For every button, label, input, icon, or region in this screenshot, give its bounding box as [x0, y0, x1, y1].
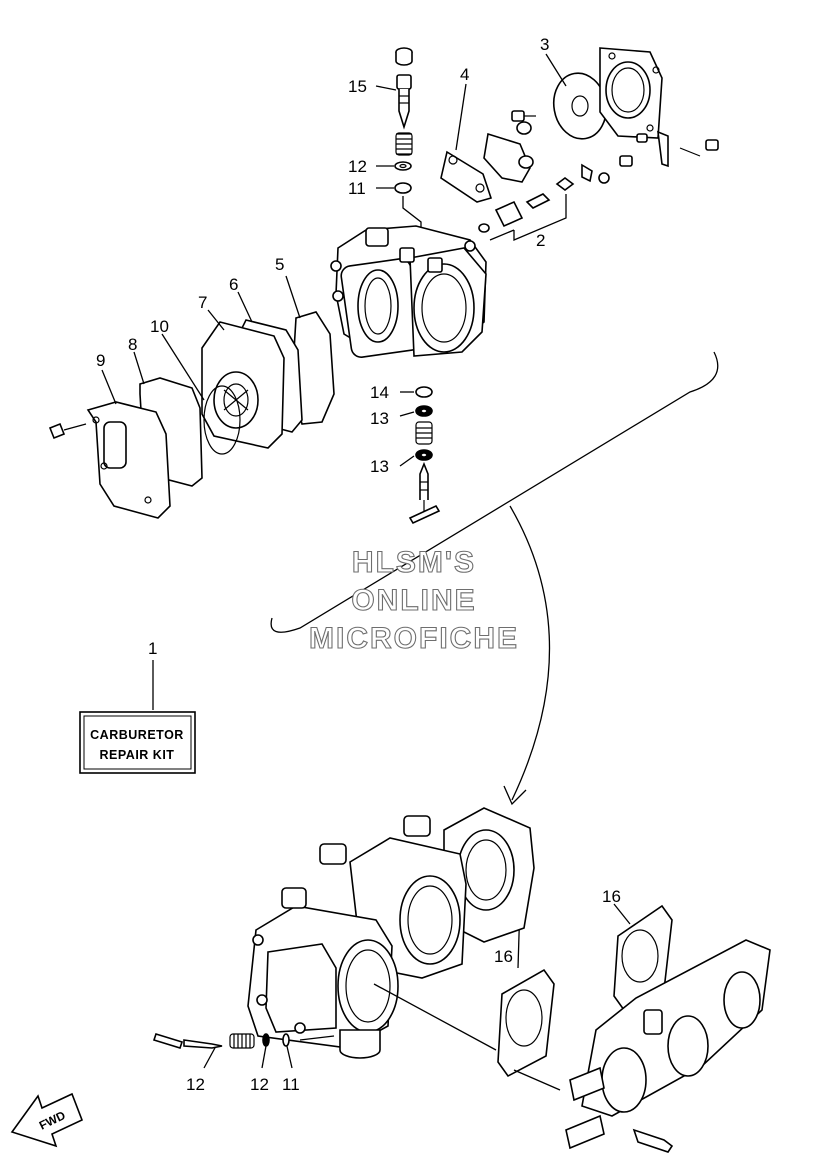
- carburetor-body: [330, 225, 487, 358]
- callout-16-rear: 16: [602, 887, 621, 906]
- oring-14: [415, 386, 433, 398]
- callout-11-upper: 11: [348, 179, 366, 198]
- callout-11-lower: 11: [282, 1075, 300, 1094]
- callout-3: 3: [540, 35, 549, 54]
- gasket-16-front: [497, 968, 555, 1078]
- oring-11-upper: [394, 182, 412, 194]
- cover-9: [86, 401, 171, 519]
- callout-7: 7: [198, 293, 207, 312]
- repair-kit-line1: CARBURETOR: [90, 728, 184, 742]
- callout-16-front: 16: [494, 947, 513, 966]
- alignment-line: [373, 983, 497, 1051]
- lower-small-parts: [152, 1033, 335, 1049]
- callout-9: 9: [96, 351, 105, 370]
- callout-12-lower-left: 12: [186, 1075, 205, 1094]
- group-bracket: [270, 351, 719, 633]
- bracket-part: [440, 150, 493, 203]
- callout-5: 5: [275, 255, 284, 274]
- cover-plate: [599, 47, 663, 139]
- fwd-arrow-icon: FWD: [10, 1092, 84, 1148]
- repair-kit-line2: REPAIR KIT: [100, 748, 175, 762]
- assembled-carburetors: [247, 807, 535, 1059]
- oring-10: [203, 385, 241, 455]
- callout-13-upper: 13: [370, 409, 389, 428]
- callout-6: 6: [229, 275, 238, 294]
- callout-12-lower-right: 12: [250, 1075, 269, 1094]
- callout-1: 1: [148, 639, 157, 658]
- watermark: HLSM'S ONLINE MICROFICHE: [308, 545, 519, 655]
- pilot-screw-part: [395, 47, 413, 130]
- callout-13-lower: 13: [370, 457, 389, 476]
- callout-15: 15: [348, 77, 367, 96]
- watermark-line2: ONLINE: [351, 584, 476, 617]
- callout-12-upper: 12: [348, 157, 367, 176]
- callout-14: 14: [370, 383, 389, 402]
- screw-top: [511, 110, 536, 122]
- watermark-line1: HLSM'S: [352, 546, 476, 579]
- exploded-carburetor: [48, 47, 719, 525]
- main-jet-needle: [408, 461, 441, 525]
- intake-manifold: [565, 939, 771, 1153]
- float-chamber-7: [201, 321, 285, 449]
- bolt-left: [48, 422, 87, 440]
- callout-10: 10: [150, 317, 169, 336]
- spring-upper: [396, 133, 412, 155]
- repair-kit-box: CARBURETOR REPAIR KIT: [79, 711, 196, 774]
- watermark-line3: MICROFICHE: [309, 622, 519, 655]
- callout-8: 8: [128, 335, 137, 354]
- callout-2: 2: [536, 231, 545, 250]
- assembly-arrow: [509, 505, 551, 801]
- callout-numbers: 3 4 15 12 11 2 5 6 7 10 8 9 14 13 13 1 1…: [96, 35, 621, 1094]
- needle-valve-part: [478, 177, 575, 241]
- throttle-cam: [483, 132, 531, 183]
- callout-leaders: [101, 53, 631, 1069]
- callout-4: 4: [460, 65, 469, 84]
- washer-12-upper: [394, 161, 412, 171]
- small-linkage-parts: [581, 130, 719, 184]
